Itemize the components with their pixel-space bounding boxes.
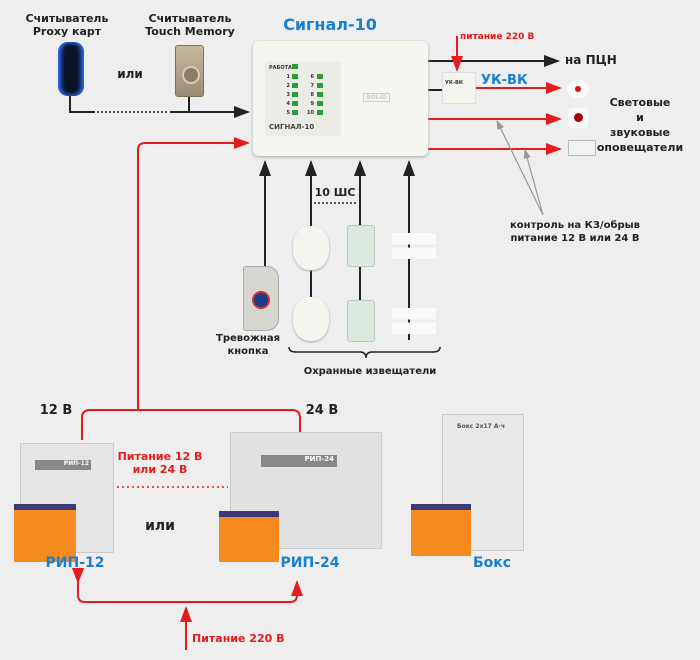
ukvk-title: УК-ВК [481,73,528,88]
box-title: Бокс [472,555,512,571]
signal10-device: РАБОТА 1 2 3 4 5 6 7 8 9 10 СИГНАЛ-10 BOLID [253,41,428,156]
supply-label: Питание 12 В или 24 В [117,450,203,476]
box-panel-label: Бокс 2x17 А·ч [457,423,505,430]
pcn-label: на ПЦН [565,53,617,67]
panic-button-device [243,266,279,331]
motion-detector-2 [293,297,329,341]
tm-reader-device [175,45,204,97]
power-or-label: или [145,518,175,534]
zone-led [292,101,298,106]
control-pointer-2 [523,148,544,216]
zone-number: 4 [286,101,290,107]
rip24-panel-label: РИП-24 [261,455,337,467]
zone-number: 2 [286,83,290,89]
zone-led [317,110,323,115]
motion-detector-1 [293,226,329,270]
rip12-title: РИП-12 [45,555,105,571]
zone-led [317,101,323,106]
magnetic-contact-2 [392,308,436,334]
control-label: контроль на КЗ/обрыв питание 12 В или 24… [510,220,640,244]
glass-break-detector-2 [347,300,375,342]
zone-led [317,74,323,79]
zone-led [317,92,323,97]
ukvk-power-label: питание 220 В [460,32,535,42]
annunciators-label: Световые и звуковые оповещатели [596,96,684,154]
zone-number: 5 [286,110,290,116]
signal10-title: Сигнал-10 [283,15,377,34]
proxy-reader-device [58,42,84,96]
panic-button-icon [252,291,270,309]
zone-number: 3 [286,92,290,98]
readers-or-label: или [117,67,143,81]
mains-bus [72,568,303,603]
detectors-brace [288,346,441,359]
zone-number: 8 [310,92,314,98]
proxy-reader-label: Считыватель Proxy карт [25,12,109,38]
voltage-24v-label: 24 В [305,403,339,418]
magnetic-contact-1 [392,233,436,259]
ukvk-device: УК-ВК [442,72,476,104]
zone-number: 6 [310,74,314,80]
annunciator-light-1 [567,80,589,98]
mains-label: Питание 220 В [192,632,285,645]
zone-number: 1 [286,74,290,80]
detectors-label: Охранные извещатели [303,366,437,377]
glass-break-detector-1 [347,225,375,267]
loops-count-label: 10 ШС [314,186,356,199]
tm-reader-label: Считыватель Touch Memory [145,12,235,38]
signal10-led-panel: РАБОТА 1 2 3 4 5 6 7 8 9 10 СИГНАЛ-10 [265,61,341,136]
bolid-logo: BOLID [363,93,390,102]
annunciator-light-2 [568,108,588,128]
control-pointer-1 [496,119,544,216]
work-label: РАБОТА [269,65,292,71]
zone-led [292,110,298,115]
tm-contact-icon [182,66,200,84]
rip24-title: РИП-24 [280,555,340,571]
work-led [292,64,298,69]
rip12-panel-label: РИП-12 [35,460,91,470]
zone-led [292,92,298,97]
panic-button-label: Тревожная кнопка [216,333,280,357]
battery-rip24 [219,511,279,562]
battery-rip12 [14,504,76,562]
zone-led [292,74,298,79]
zone-led [317,83,323,88]
voltage-12v-label: 12 В [39,403,73,418]
reader-wire-proxy [69,95,95,113]
power-wire-signal10 [137,137,250,410]
zone-number: 7 [310,83,314,89]
power-bus-12v [81,409,301,440]
annunciator-siren [568,140,596,156]
battery-box [411,504,471,556]
signal10-panel-label: СИГНАЛ-10 [269,123,315,131]
zone-number: 10 [307,110,314,116]
zone-led [292,83,298,88]
zone-number: 9 [310,101,314,107]
ukvk-device-label: УК-ВК [445,80,463,86]
